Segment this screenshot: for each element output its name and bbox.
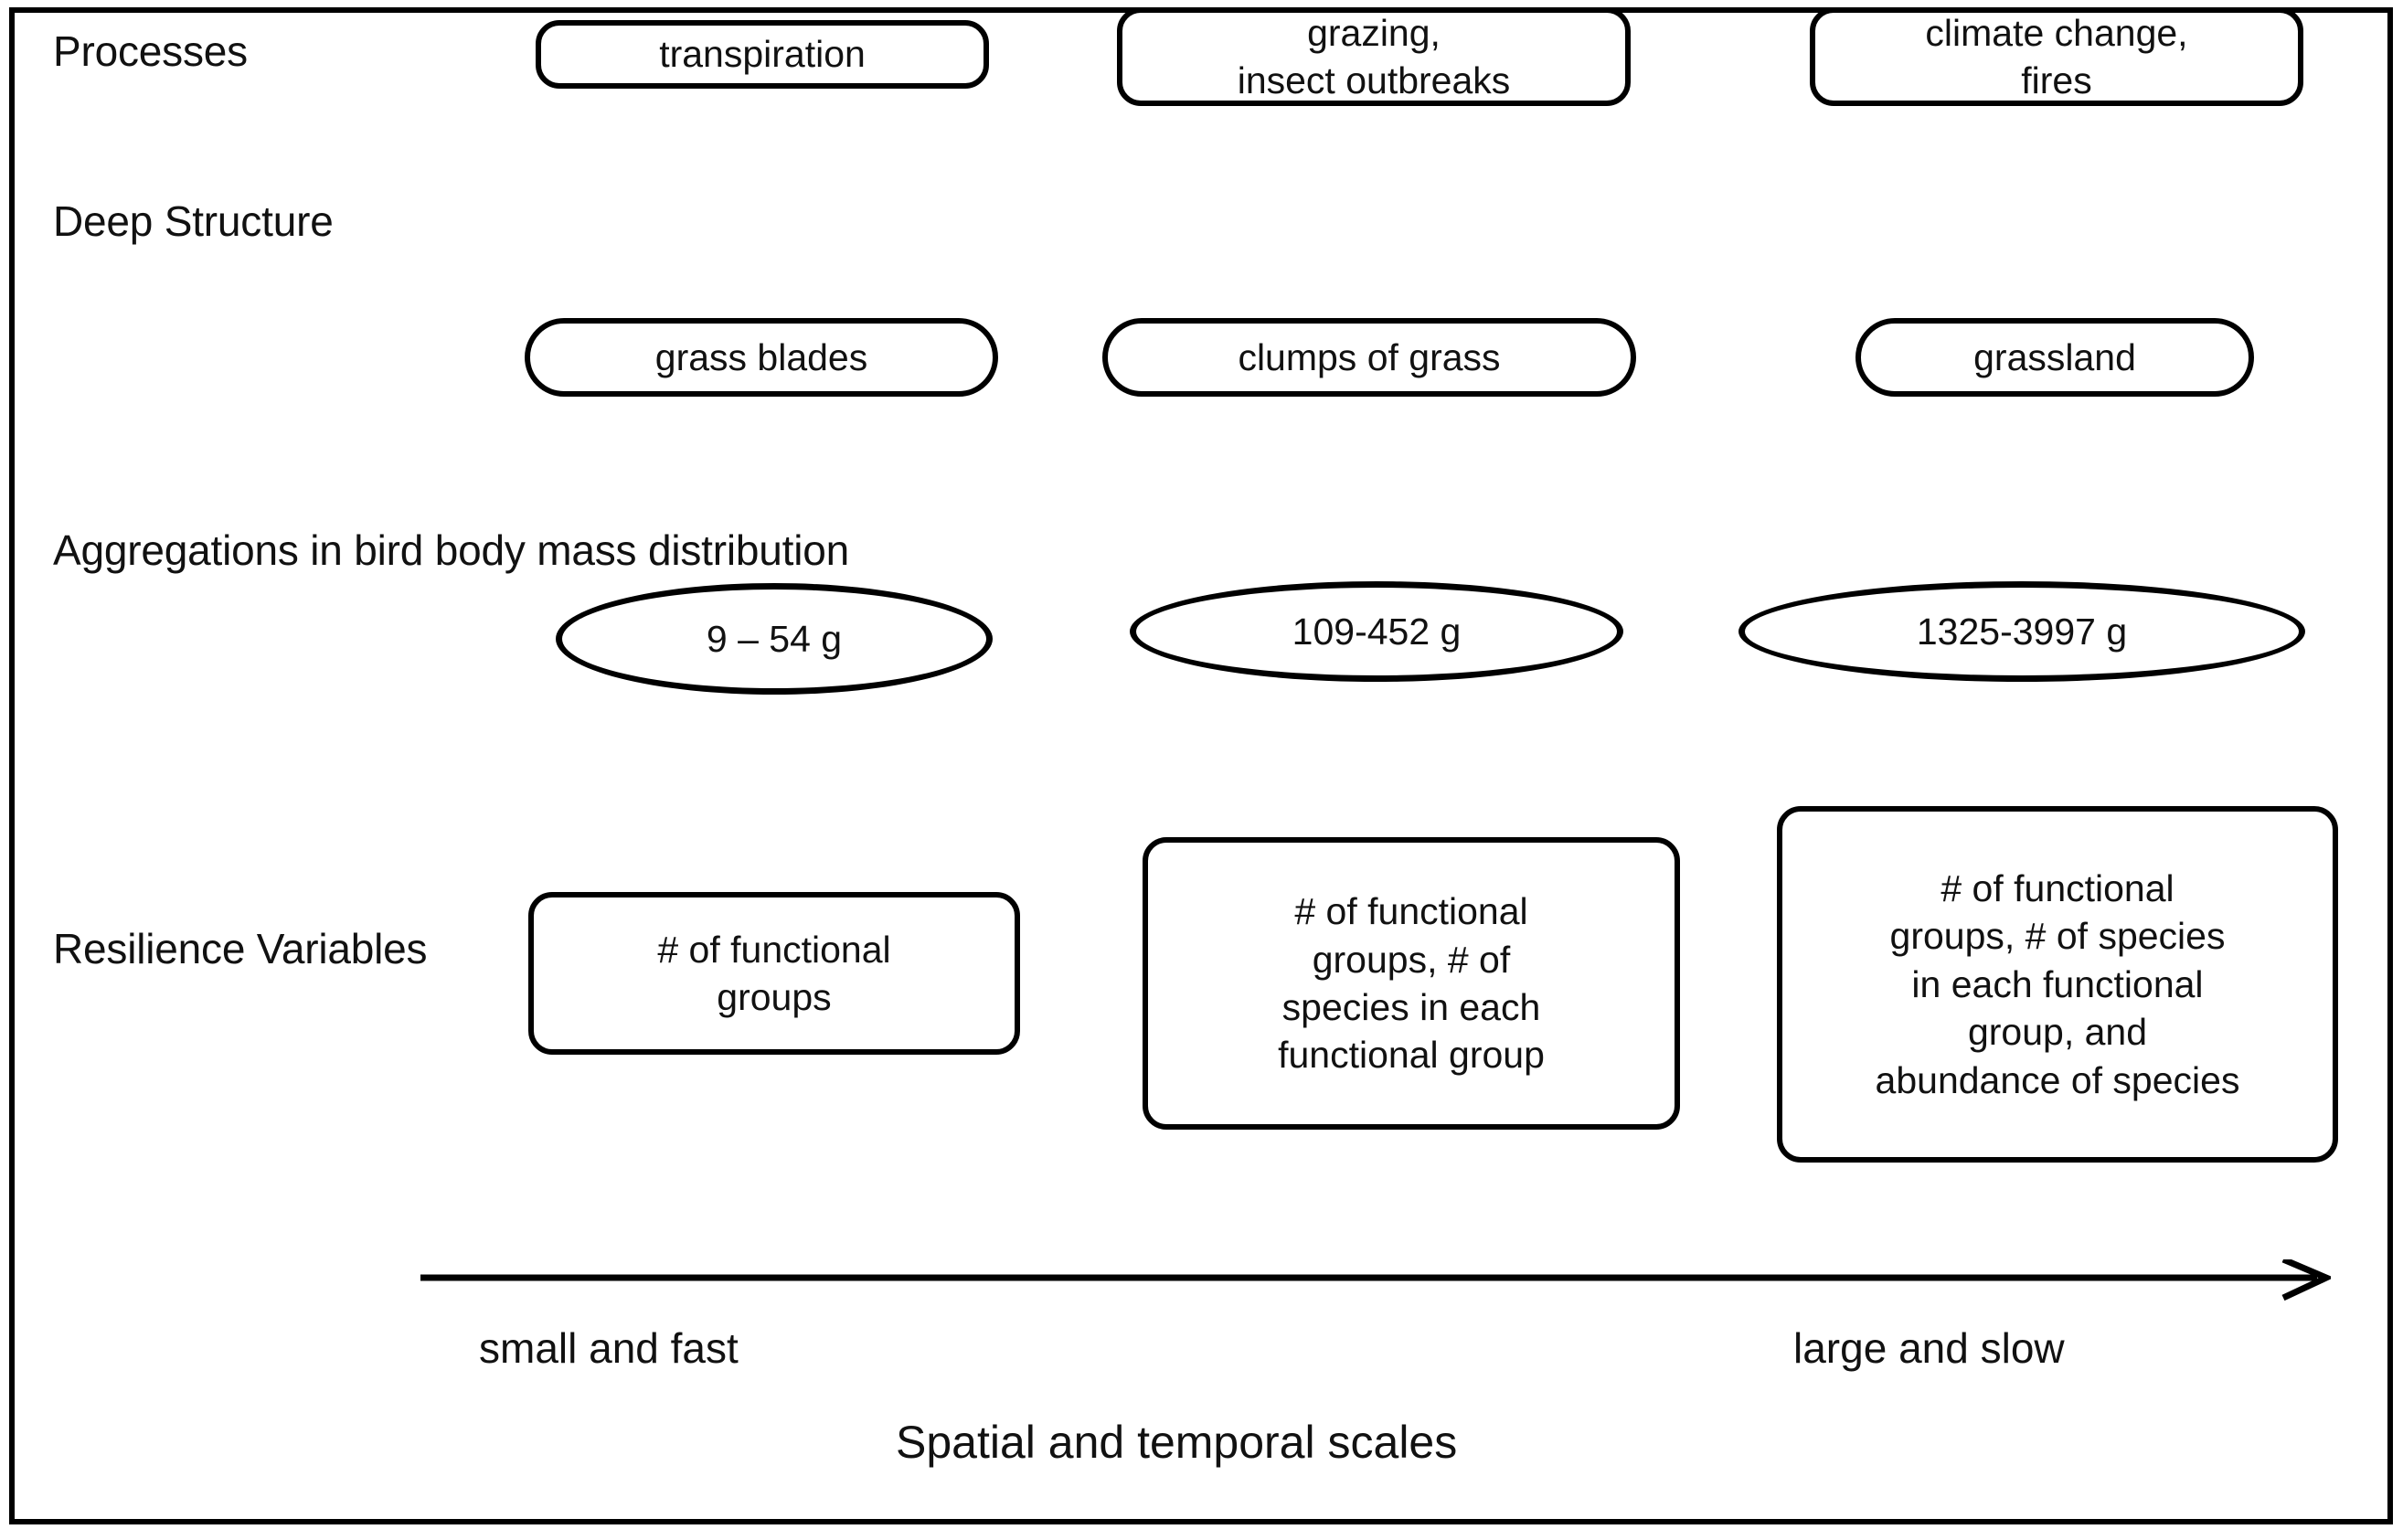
node-aggregations-medium: 109-452 g — [1130, 581, 1623, 682]
node-resilience-medium: # of functional groups, # of species in … — [1143, 837, 1680, 1130]
row-label-resilience-variables: Resilience Variables — [53, 925, 428, 972]
node-processes-small: transpiration — [536, 20, 989, 89]
node-deep-structure-medium: clumps of grass — [1102, 318, 1636, 397]
node-aggregations-large: 1325-3997 g — [1738, 581, 2305, 682]
node-resilience-large: # of functional groups, # of species in … — [1777, 806, 2338, 1163]
node-processes-large: climate change, fires — [1810, 7, 2303, 106]
node-deep-structure-small: grass blades — [525, 318, 998, 397]
node-deep-structure-large: grassland — [1855, 318, 2254, 397]
node-aggregations-small: 9 – 54 g — [556, 583, 993, 695]
axis-title: Spatial and temporal scales — [896, 1417, 1458, 1468]
row-label-deep-structure: Deep Structure — [53, 197, 334, 245]
outer-frame — [9, 7, 2393, 1524]
axis-label-small-fast: small and fast — [479, 1324, 739, 1372]
node-processes-medium: grazing, insect outbreaks — [1117, 7, 1631, 106]
axis-label-large-slow: large and slow — [1793, 1324, 2065, 1372]
row-label-aggregations: Aggregations in bird body mass distribut… — [53, 526, 849, 574]
node-resilience-small: # of functional groups — [528, 892, 1020, 1055]
row-label-processes: Processes — [53, 27, 248, 75]
